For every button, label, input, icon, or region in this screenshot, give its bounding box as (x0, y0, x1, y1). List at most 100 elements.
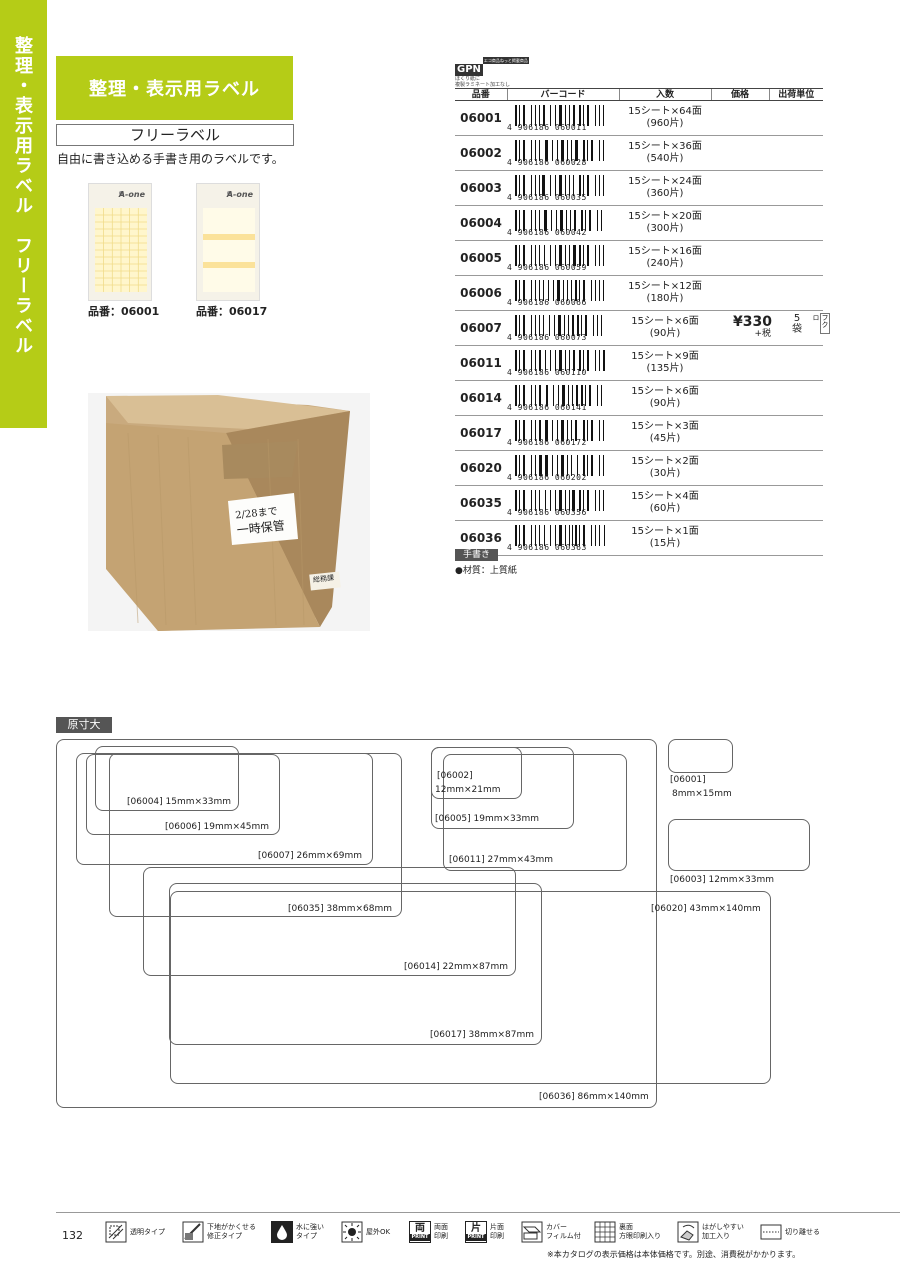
barcode-digits: 906186 060059 (517, 263, 587, 272)
barcode-number: 4 906186 060028 (507, 158, 607, 167)
legend-easy-peel: はがしやすい加工入り (677, 1221, 744, 1243)
hole-icon (119, 191, 123, 195)
price-tax: +税 (754, 329, 771, 339)
table-body: 06001 4 906186 060011 15シート×64面 (960片) 0… (455, 100, 823, 556)
legend-text: 水に強い (296, 1223, 324, 1231)
legend-text: フィルム付 (546, 1232, 581, 1240)
barcode: 4 906186 060011 (507, 101, 619, 135)
outline-06017 (169, 883, 542, 1045)
product-code: 06002 (455, 135, 507, 171)
barcode-cell: 4 906186 060110 (507, 345, 619, 381)
size-label-06007: [06007] 26mm×69mm (258, 851, 363, 861)
barcode-number: 4 906186 060172 (507, 438, 607, 447)
quantity-pieces: (30片) (649, 468, 681, 479)
quantity: 15シート×3面 (45片) (619, 415, 711, 451)
gpn-note1: ほくり紙に (455, 76, 481, 82)
barcode-prefix: 4 (507, 123, 513, 132)
quantity-sheets: 15シート×24面 (628, 176, 702, 187)
barcode: 4 906186 060028 (507, 136, 619, 170)
size-label-06006: [06006] 19mm×45mm (165, 822, 270, 832)
barcode-bars (515, 385, 602, 406)
price-cell (711, 380, 769, 416)
price-cell (711, 205, 769, 241)
barcode: 4 906186 060035 (507, 171, 619, 205)
barcode-prefix: 4 (507, 228, 513, 237)
page-number: 132 (62, 1229, 83, 1242)
quantity-pieces: (960片) (646, 118, 684, 129)
size-label-06001-code: [06001] (670, 775, 706, 785)
barcode-digits: 906186 060363 (517, 543, 587, 552)
brand-logo: A-one (118, 190, 145, 199)
table-row: 06003 4 906186 060035 15シート×24面 (360片) (455, 170, 823, 206)
quantity-pieces: (45片) (649, 433, 681, 444)
barcode-prefix: 4 (507, 543, 513, 552)
outline-06020 (170, 891, 771, 1084)
gpn-mark: GPN (455, 64, 483, 76)
legend-text: 切り離せる (785, 1227, 820, 1236)
barcode-prefix: 4 (507, 158, 513, 167)
barcode-number: 4 906186 060059 (507, 263, 607, 272)
quantity-sheets: 15シート×16面 (628, 246, 702, 257)
barcode-cell: 4 906186 060356 (507, 485, 619, 521)
barcode-cell: 4 906186 060363 (507, 520, 619, 556)
print-badge: PRINT (466, 1234, 486, 1241)
barcode-bars (515, 455, 604, 476)
price-cell (711, 275, 769, 311)
barcode: 4 906186 060363 (507, 521, 619, 555)
barcode-digits: 906186 060066 (517, 298, 587, 307)
legend-text: 加工入り (702, 1232, 730, 1240)
double-print-glyph: 両 (415, 1223, 425, 1234)
barcode: 4 906186 060042 (507, 206, 619, 240)
barcode-digits: 906186 060202 (517, 473, 587, 482)
price-cell (711, 450, 769, 486)
size-label-06003: [06003] 12mm×33mm (670, 875, 775, 885)
price-cell (711, 170, 769, 206)
size-label-06020: [06020] 43mm×140mm (651, 904, 761, 914)
barcode-cell: 4 906186 060011 (507, 100, 619, 136)
sample-sheet-06001: A-one (88, 183, 152, 301)
legend-text: 両面 (434, 1223, 448, 1231)
unit-cell (769, 100, 823, 136)
barcode-digits: 906186 060035 (517, 193, 587, 202)
quantity: 15シート×2面 (30片) (619, 450, 711, 486)
outline-06011 (443, 754, 627, 871)
price-cell (711, 240, 769, 276)
table-row: 06014 4 906186 060141 15シート×6面 (90片) (455, 380, 823, 416)
barcode-digits: 906186 060141 (517, 403, 587, 412)
price-cell (711, 485, 769, 521)
bag-mark: フクロ (812, 313, 830, 334)
barcode: 4 906186 060141 (507, 381, 619, 415)
barcode-number: 4 906186 060035 (507, 193, 607, 202)
quantity-pieces: (135片) (646, 363, 684, 374)
quantity-pieces: (90片) (649, 398, 681, 409)
label-grid-image (95, 208, 147, 292)
unit-cell (769, 135, 823, 171)
table-row: 06005 4 906186 060059 15シート×16面 (240片) (455, 240, 823, 276)
price-cell (711, 415, 769, 451)
unit-cell (769, 240, 823, 276)
product-code: 06004 (455, 205, 507, 241)
price-cell (711, 135, 769, 171)
unit-cell (769, 380, 823, 416)
quantity-sheets: 15シート×9面 (631, 351, 699, 362)
price-cell (711, 100, 769, 136)
barcode: 4 906186 060356 (507, 486, 619, 520)
barcode-bars (515, 210, 602, 231)
tax-note: ※本カタログの表示価格は本体価格です。別途、消費税がかかります。 (547, 1250, 801, 1259)
barcode-number: 4 906186 060011 (507, 123, 607, 132)
barcode-prefix: 4 (507, 508, 513, 517)
unit-num: 5 (793, 313, 801, 324)
legend-single-print: 片 PRINT 片面印刷 (465, 1221, 504, 1243)
quantity-pieces: (240片) (646, 258, 684, 269)
single-print-glyph: 片 (471, 1223, 481, 1234)
header-unit: 出荷単位 (768, 88, 823, 101)
barcode-cell: 4 906186 060141 (507, 380, 619, 416)
barcode-prefix: 4 (507, 368, 513, 377)
legend-film-cover: カバーフィルム付 (521, 1221, 581, 1243)
size-label-06002-code: [06002] (437, 771, 473, 781)
product-code: 06011 (455, 345, 507, 381)
outline-06002 (431, 747, 522, 799)
barcode-bars (515, 525, 605, 546)
quantity-sheets: 15シート×3面 (631, 421, 699, 432)
quantity-sheets: 15シート×20面 (628, 211, 702, 222)
